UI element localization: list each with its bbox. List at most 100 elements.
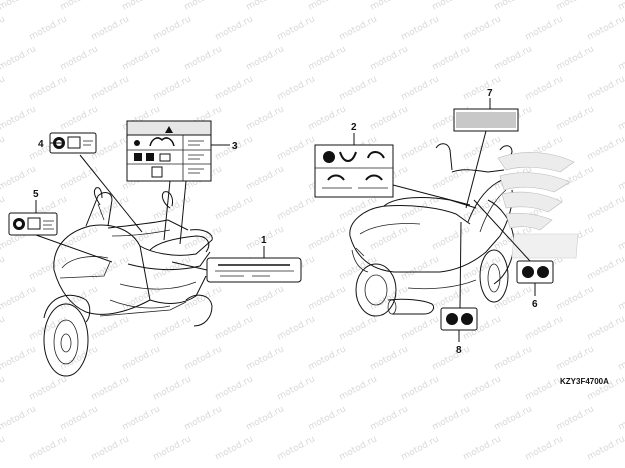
watermark-text: motod.ru bbox=[400, 134, 441, 162]
watermark-text: motod.ru bbox=[462, 74, 503, 102]
watermark-text: motod.ru bbox=[307, 224, 348, 252]
hatched-label-part-7[interactable] bbox=[453, 108, 519, 132]
callout-2: 2 bbox=[351, 122, 357, 133]
watermark-text: motod.ru bbox=[307, 284, 348, 312]
watermark-text: motod.ru bbox=[462, 134, 503, 162]
watermark-text: motod.ru bbox=[276, 134, 317, 162]
watermark-text: motod.ru bbox=[400, 74, 441, 102]
watermark-text: motod.ru bbox=[183, 224, 224, 252]
watermark-text: motod.ru bbox=[276, 374, 317, 402]
watermark-text: motod.ru bbox=[0, 254, 7, 282]
watermark-text: motod.ru bbox=[462, 254, 503, 282]
vin-label-part-1[interactable] bbox=[206, 257, 302, 283]
watermark-text: motod.ru bbox=[0, 404, 38, 432]
scooter-rear-view bbox=[349, 143, 579, 317]
caution-label-part-6[interactable] bbox=[516, 260, 554, 284]
watermark-text: motod.ru bbox=[555, 44, 596, 72]
watermark-text: motod.ru bbox=[0, 344, 38, 372]
watermark-text: motod.ru bbox=[338, 434, 379, 462]
watermark-text: motod.ru bbox=[462, 374, 503, 402]
watermark-text: motod.ru bbox=[152, 314, 193, 342]
watermark-text: motod.ru bbox=[586, 314, 625, 342]
watermark-text: motod.ru bbox=[369, 44, 410, 72]
watermark-text: motod.ru bbox=[462, 434, 503, 462]
watermark-text: motod.ru bbox=[586, 434, 625, 462]
scooter-front-view bbox=[43, 187, 213, 377]
watermark-text: motod.ru bbox=[0, 44, 38, 72]
watermark-text: motod.ru bbox=[338, 374, 379, 402]
watermark-text: motod.ru bbox=[59, 104, 100, 132]
watermark-text: motod.ru bbox=[555, 284, 596, 312]
callout-1: 1 bbox=[261, 235, 267, 246]
watermark-text: motod.ru bbox=[524, 14, 565, 42]
watermark-text: motod.ru bbox=[90, 14, 131, 42]
watermark-text: motod.ru bbox=[214, 314, 255, 342]
callout-5: 5 bbox=[33, 189, 39, 200]
watermark-text: motod.ru bbox=[214, 14, 255, 42]
watermark-text: motod.ru bbox=[28, 434, 69, 462]
watermark-text: motod.ru bbox=[369, 0, 410, 13]
watermark-text: motod.ru bbox=[0, 284, 38, 312]
watermark-text: motod.ru bbox=[400, 314, 441, 342]
watermark-text: motod.ru bbox=[276, 74, 317, 102]
watermark-text: motod.ru bbox=[183, 44, 224, 72]
watermark-text: motod.ru bbox=[617, 164, 625, 192]
watermark-text: motod.ru bbox=[400, 254, 441, 282]
watermark-text: motod.ru bbox=[524, 314, 565, 342]
watermark-text: motod.ru bbox=[307, 0, 348, 13]
watermark-text: motod.ru bbox=[338, 314, 379, 342]
watermark-text: motod.ru bbox=[59, 164, 100, 192]
watermark-text: motod.ru bbox=[90, 314, 131, 342]
watermark-text: motod.ru bbox=[152, 74, 193, 102]
watermark-text: motod.ru bbox=[431, 164, 472, 192]
watermark-text: motod.ru bbox=[338, 14, 379, 42]
watermark-text: motod.ru bbox=[369, 284, 410, 312]
watermark-text: motod.ru bbox=[617, 44, 625, 72]
watermark-text: motod.ru bbox=[245, 44, 286, 72]
watermark-text: motod.ru bbox=[586, 74, 625, 102]
watermark-text: motod.ru bbox=[617, 284, 625, 312]
watermark-text: motod.ru bbox=[555, 404, 596, 432]
watermark-text: motod.ru bbox=[431, 0, 472, 13]
watermark-text: motod.ru bbox=[400, 14, 441, 42]
watermark-text: motod.ru bbox=[276, 434, 317, 462]
watermark-text: motod.ru bbox=[524, 374, 565, 402]
watermark-text: motod.ru bbox=[617, 404, 625, 432]
tire-label-part-2[interactable] bbox=[314, 144, 394, 198]
caution-label-part-8[interactable] bbox=[440, 307, 478, 331]
watermark-text: motod.ru bbox=[28, 254, 69, 282]
watermark-text: motod.ru bbox=[493, 284, 534, 312]
watermark-text: motod.ru bbox=[183, 344, 224, 372]
watermark-text: motod.ru bbox=[555, 0, 596, 13]
watermark-text: motod.ru bbox=[586, 194, 625, 222]
watermark-text: motod.ru bbox=[307, 104, 348, 132]
callout-3: 3 bbox=[232, 141, 238, 152]
watermark-text: motod.ru bbox=[400, 434, 441, 462]
callout-7: 7 bbox=[487, 88, 493, 99]
watermark-text: motod.ru bbox=[431, 344, 472, 372]
watermark-text: motod.ru bbox=[59, 0, 100, 13]
watermark-text: motod.ru bbox=[245, 0, 286, 13]
watermark-text: motod.ru bbox=[0, 74, 7, 102]
watermark-text: motod.ru bbox=[0, 434, 7, 462]
warning-label-part-3[interactable] bbox=[126, 120, 212, 182]
watermark-text: motod.ru bbox=[152, 374, 193, 402]
watermark-text: motod.ru bbox=[121, 0, 162, 13]
watermark-text: motod.ru bbox=[0, 194, 7, 222]
caution-label-part-5[interactable] bbox=[8, 212, 58, 236]
watermark-text: motod.ru bbox=[245, 104, 286, 132]
watermark-text: motod.ru bbox=[59, 44, 100, 72]
watermark-text: motod.ru bbox=[493, 0, 534, 13]
watermark-text: motod.ru bbox=[307, 44, 348, 72]
honda-wing-logo bbox=[497, 152, 579, 259]
watermark-text: motod.ru bbox=[121, 404, 162, 432]
watermark-text: motod.ru bbox=[586, 14, 625, 42]
watermark-text: motod.ru bbox=[245, 404, 286, 432]
watermark-text: motod.ru bbox=[276, 314, 317, 342]
watermark-text: motod.ru bbox=[431, 404, 472, 432]
watermark-text: motod.ru bbox=[152, 14, 193, 42]
watermark-text: motod.ru bbox=[431, 224, 472, 252]
